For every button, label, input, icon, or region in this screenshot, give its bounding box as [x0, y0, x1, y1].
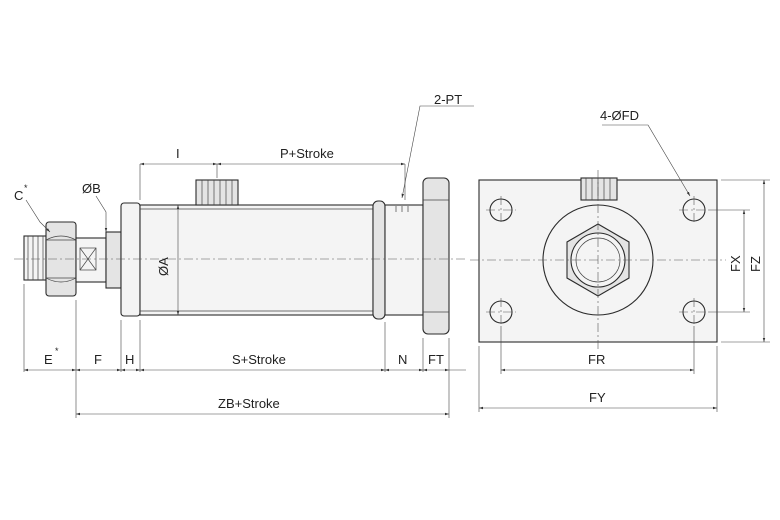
cylinder-barrel [139, 204, 374, 316]
front-head [120, 202, 141, 317]
rod-thread [23, 235, 47, 281]
label-b: ØB [82, 181, 101, 196]
dimensions-end [478, 124, 770, 412]
label-ft: FT [428, 352, 444, 367]
rear-head [384, 204, 424, 316]
label-pt: 2-PT [434, 92, 462, 107]
end-view [470, 170, 726, 350]
label-c-mark: * [24, 183, 28, 193]
label-fd: 4-ØFD [600, 108, 639, 123]
side-view [14, 177, 468, 335]
label-p-stroke: P+Stroke [280, 146, 334, 161]
label-fy: FY [589, 390, 606, 405]
label-fz: FZ [748, 256, 763, 272]
label-e: E [44, 352, 53, 367]
label-zb-stroke: ZB+Stroke [218, 396, 280, 411]
mounting-flange [422, 177, 450, 335]
label-i: I [176, 146, 180, 161]
label-fx: FX [728, 255, 743, 272]
rod-gland [105, 231, 122, 289]
label-e-mark: * [55, 346, 59, 356]
end-port [580, 177, 618, 201]
label-n: N [398, 352, 407, 367]
wrench-flat [79, 247, 97, 271]
port-boss [195, 179, 239, 206]
barrel-ring [372, 200, 386, 320]
dimensions-side [23, 105, 474, 418]
label-fr: FR [588, 352, 605, 367]
label-s-stroke: S+Stroke [232, 352, 286, 367]
dimension-labels: C * ØB ØA I P+Stroke 2-PT 4-ØFD E * F H … [14, 92, 763, 411]
piston-rod [75, 237, 107, 283]
label-a: ØA [156, 257, 171, 276]
label-f: F [94, 352, 102, 367]
label-h: H [125, 352, 134, 367]
label-c: C [14, 188, 23, 203]
